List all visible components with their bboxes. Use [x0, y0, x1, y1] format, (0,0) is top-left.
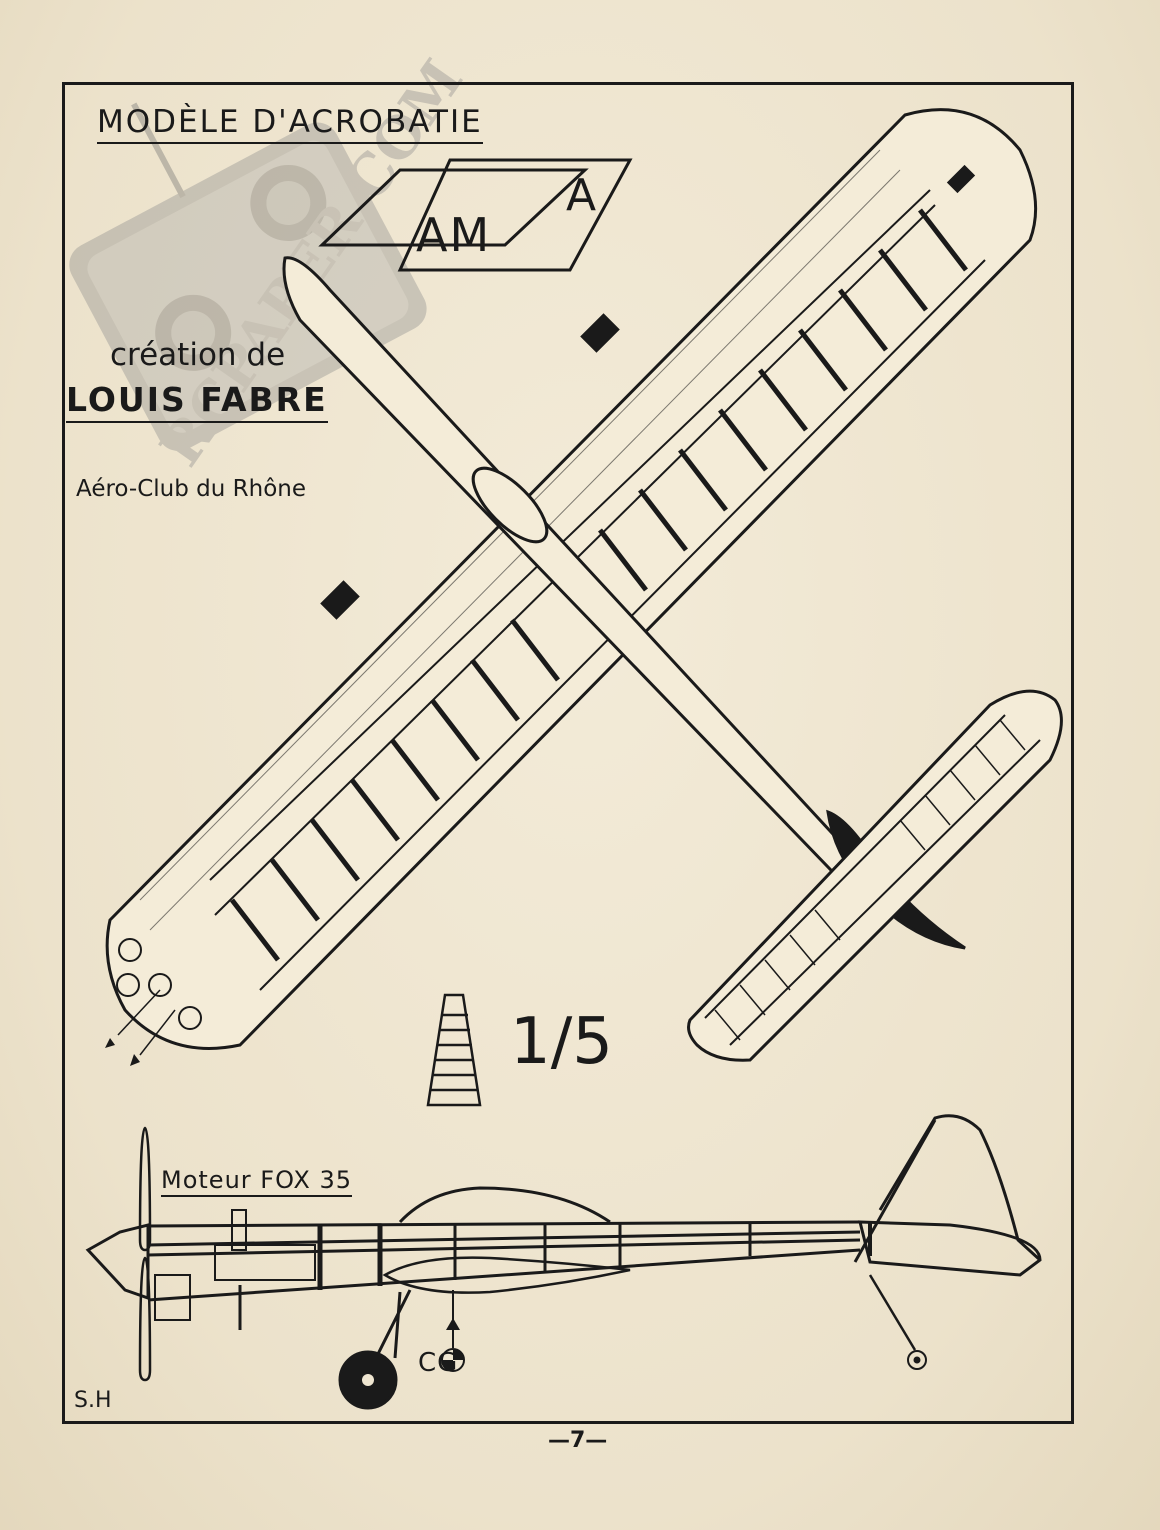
scale-ruler: [426, 993, 482, 1107]
ama-logo: [318, 158, 633, 272]
engine-label: Moteur FOX 35: [161, 1166, 353, 1197]
logo-text: AM: [416, 208, 492, 262]
side-view-fuselage: [85, 1114, 1042, 1410]
creation-label: création de: [110, 337, 286, 373]
author-initials: S.H: [74, 1388, 112, 1413]
plan-border: [62, 82, 1074, 1424]
club-name: Aéro-Club du Rhône: [76, 476, 307, 502]
plan-title: MODÈLE D'ACROBATIE: [97, 104, 483, 144]
cog-label: CG: [418, 1348, 459, 1378]
horizontal-stabilizer: [687, 689, 1063, 1062]
designer-name: LOUIS FABRE: [66, 380, 328, 423]
logo-letter: A: [566, 170, 597, 221]
page-number: —7—: [548, 1428, 608, 1453]
scale-label: 1/5: [510, 1005, 613, 1079]
